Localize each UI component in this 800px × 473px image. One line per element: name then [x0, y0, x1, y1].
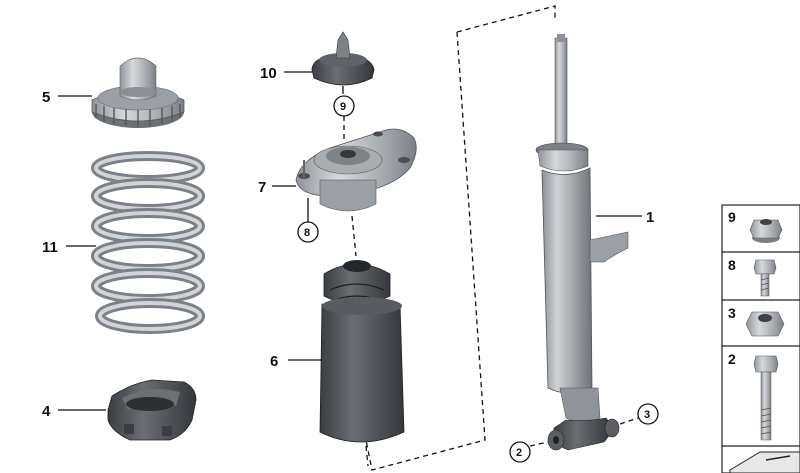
- callout-1: 1: [596, 209, 654, 226]
- lower-spring-seat: [107, 379, 197, 441]
- callout-5: 5: [42, 89, 92, 106]
- top-mount-cap: [311, 31, 375, 94]
- callout-label-5: 5: [42, 89, 50, 106]
- flange-nut-icon: [749, 219, 783, 243]
- callout-label-2: 2: [516, 447, 522, 459]
- callout-label-4: 4: [42, 403, 51, 420]
- callout-10: 10: [260, 65, 312, 82]
- shock-absorber: [535, 34, 629, 451]
- callout-11: 11: [42, 239, 96, 256]
- axis-dash-lower: [365, 445, 369, 467]
- panel-number-9: 9: [728, 209, 736, 225]
- assembly-dashed-boundary: [365, 5, 556, 471]
- fastener-panel: 9 8 3 2: [721, 204, 800, 473]
- bump-stop-dust-boot: [319, 260, 405, 443]
- callout-label-11: 11: [42, 239, 58, 256]
- panel-number-3: 3: [728, 305, 736, 321]
- panel-number-8: 8: [728, 257, 736, 273]
- coil-spring: [91, 151, 205, 334]
- callout-6: 6: [270, 353, 322, 370]
- callout-label-7: 7: [258, 179, 266, 196]
- panel-number-2: 2: [728, 351, 736, 367]
- callout-label-9: 9: [340, 101, 346, 113]
- callout-4: 4: [42, 403, 106, 420]
- hex-nut-icon: [745, 311, 785, 337]
- short-bolt-icon: [753, 259, 777, 297]
- axis-dash-upper: [351, 215, 357, 257]
- callout-2-ring: 2: [509, 441, 549, 463]
- long-bolt-icon: [753, 355, 779, 441]
- panel-item-3: 3: [728, 305, 785, 337]
- callout-9-ring: 9: [333, 95, 355, 140]
- panel-item-2: 2: [728, 351, 779, 441]
- support-bearing: [295, 128, 417, 212]
- callout-label-10: 10: [260, 65, 277, 82]
- panel-item-8: 8: [728, 257, 777, 297]
- callout-3-ring: 3: [619, 403, 659, 425]
- callout-8-ring: 8: [297, 198, 319, 243]
- callout-7: 7: [258, 179, 296, 196]
- callout-label-3: 3: [644, 409, 650, 421]
- callout-label-1: 1: [646, 209, 654, 226]
- upper-spring-seat: [91, 57, 185, 128]
- panel-item-9: 9: [728, 209, 783, 243]
- callout-label-8: 8: [304, 227, 310, 239]
- callout-label-6: 6: [270, 353, 278, 370]
